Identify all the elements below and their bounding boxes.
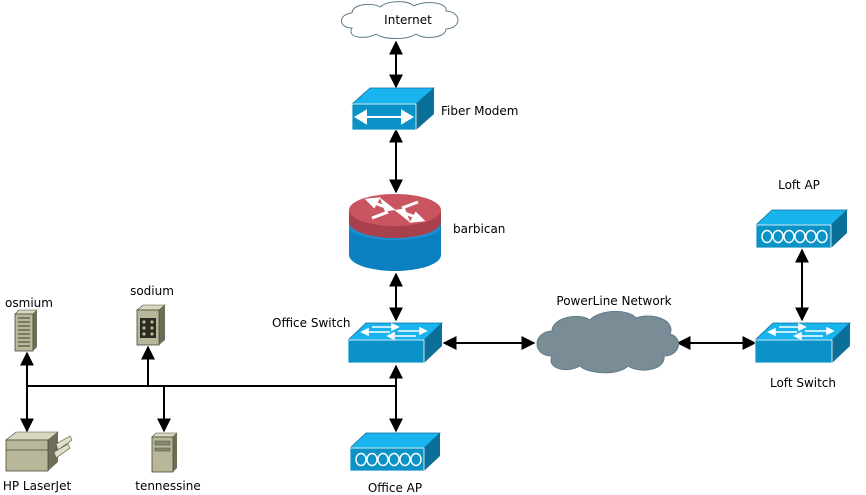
connections	[20, 40, 809, 433]
router-label: barbican	[453, 222, 505, 236]
loft-ap	[754, 209, 849, 249]
modem-arrows-icon	[354, 109, 414, 125]
wireless-wave-icon	[761, 229, 828, 244]
printer-icon	[5, 431, 73, 472]
osmium-server-icon	[14, 309, 38, 352]
fiber-modem-label: Fiber Modem	[441, 104, 519, 118]
loft-ap-label: Loft AP	[778, 178, 820, 192]
printer-label: HP LaserJet	[3, 479, 72, 493]
router-arrows-icon	[364, 197, 426, 223]
sodium-server-icon	[136, 304, 166, 346]
powerline-cloud	[536, 311, 679, 374]
internet-cloud: Internet	[341, 1, 459, 39]
powerline-label: PowerLine Network	[556, 294, 671, 308]
office-ap-wave-icon	[355, 452, 422, 467]
tennessine-label: tennessine	[135, 479, 201, 493]
loft-switch-label: Loft Switch	[770, 376, 836, 390]
router-barbican	[349, 194, 441, 271]
office-ap-label: Office AP	[368, 481, 422, 495]
internet-label: Internet	[384, 13, 432, 27]
tennessine-tower-icon	[151, 432, 178, 473]
osmium-label: osmium	[5, 296, 53, 310]
sodium-label: sodium	[130, 284, 174, 298]
loft-switch	[753, 322, 852, 364]
office-switch	[346, 322, 444, 364]
loft-switch-arrows-icon	[767, 322, 835, 341]
fiber-modem	[350, 87, 436, 131]
office-ap	[348, 432, 442, 472]
office-switch-label: Office Switch	[272, 316, 351, 330]
switch-arrows-icon	[360, 322, 428, 341]
